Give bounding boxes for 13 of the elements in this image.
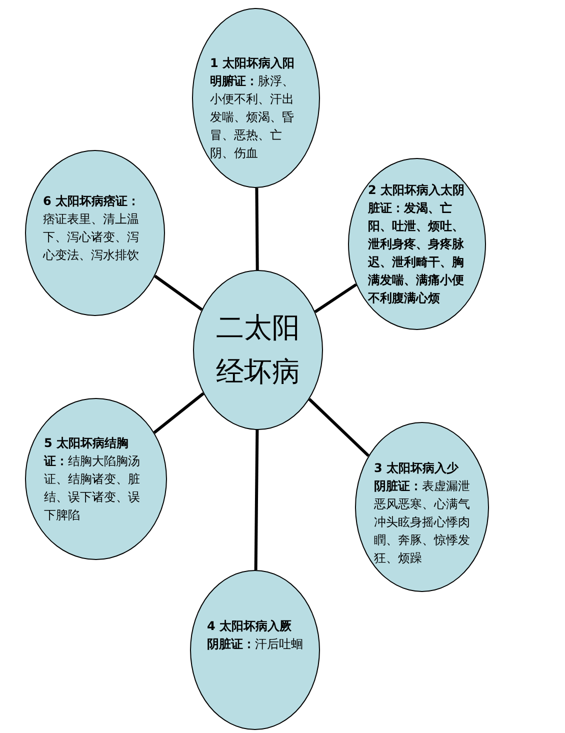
- central-title: 二太阳经坏病: [215, 310, 301, 390]
- topic-text: 6 太阳坏病痞证：痞证表里、清上温下、泻心诸变、泻心变法、泻水排饮: [43, 193, 141, 264]
- connector-line: [254, 430, 259, 570]
- connector-line: [308, 398, 370, 457]
- topic-text: 3 太阳坏病入少阴脏证：表虚漏泄恶风恶寒、心满气冲头眩身摇心悸肉瞤、奔豚、惊悸发狂、烦躁: [374, 460, 470, 567]
- topic-text: 4 太阳坏病入厥阴脏证：汗后吐蛔: [207, 618, 303, 653]
- topic-text: 2 太阳坏病入太阴脏证：发渴、亡阳、吐泄、烦吐、泄利身疼、身疼脉迟、泄利畸干、胸满发喘、满痛小便不利腹满心烦: [368, 182, 466, 307]
- connector-line: [153, 392, 204, 434]
- connector-line: [314, 283, 357, 314]
- topic-text: 1 太阳坏病入阳明腑证：脉浮、小便不利、汗出发喘、烦渴、昏冒、恶热、亡阴、伤血: [210, 55, 296, 162]
- topic-text: 5 太阳坏病结胸证：结胸大陷胸汤证、结胸诸变、脏结、误下诸变、误下脾陷: [44, 435, 141, 524]
- connector-line: [154, 274, 203, 311]
- connector-line: [255, 188, 259, 270]
